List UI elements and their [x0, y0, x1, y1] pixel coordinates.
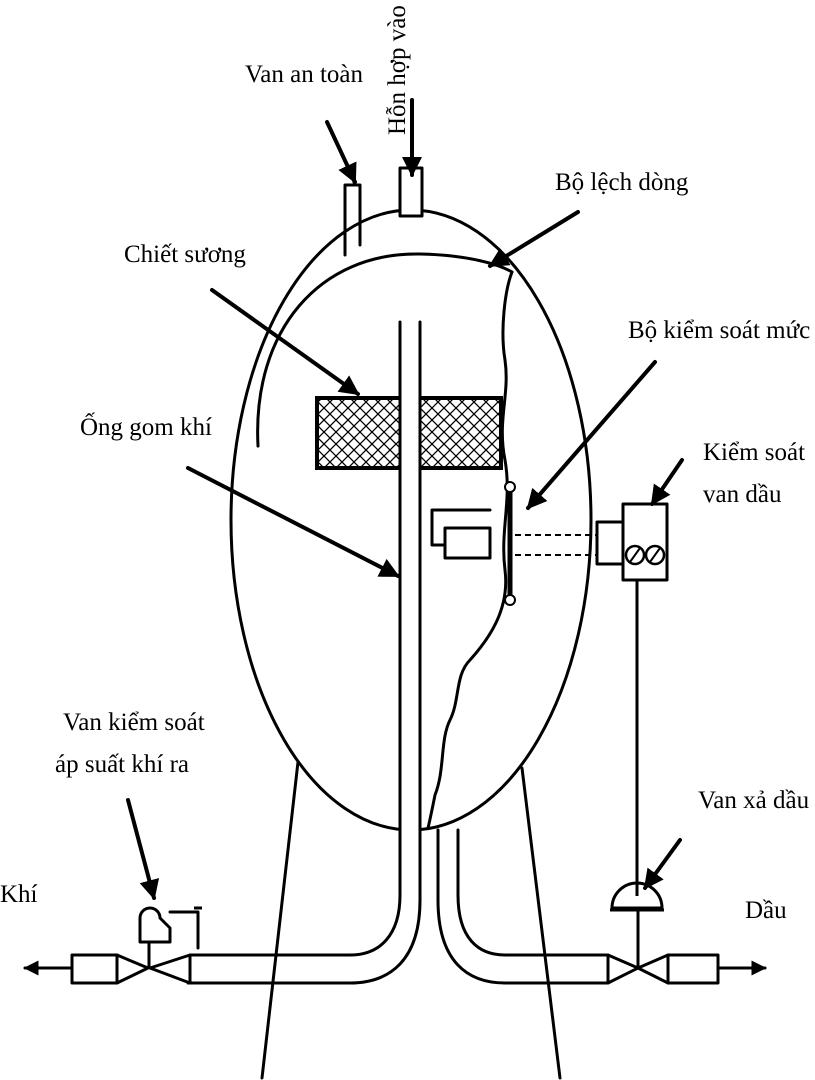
- label-oil-valve-control-2: van dầu: [703, 481, 782, 508]
- label-oil-out: Dầu: [745, 897, 787, 924]
- flow-diverter-arc: [256, 252, 514, 448]
- level-controller: [430, 481, 669, 896]
- oil-drain-valve: [606, 881, 720, 985]
- label-level-controller: Bộ kiểm soát mức: [628, 317, 810, 344]
- label-safety-valve: Van an toàn: [245, 61, 364, 88]
- pointer-level-controller: [526, 360, 657, 510]
- pointer-gas-collector: [186, 466, 400, 578]
- pointer-gas-pressure-valve: [126, 798, 160, 900]
- label-oil-drain-valve: Van xả dầu: [698, 787, 810, 814]
- label-gas-pressure-valve-2: áp suất khí ra: [55, 751, 189, 778]
- label-gas-collector-pipe: Ống gom khí: [80, 412, 212, 441]
- label-oil-valve-control-1: Kiểm soát: [703, 439, 805, 466]
- pointer-oil-valve-control: [650, 458, 684, 506]
- label-mist-extractor: Chiết sương: [124, 241, 246, 268]
- pointer-safety-valve: [325, 120, 357, 184]
- label-gas-pressure-valve-1: Van kiểm soát: [63, 709, 205, 736]
- vessel-skirt: [260, 760, 562, 1080]
- label-mixture-in: Hỗn hợp vào: [384, 5, 411, 135]
- gas-pressure-control-valve: [70, 906, 202, 985]
- pointer-flow-diverter: [488, 210, 580, 268]
- gas-collector-pipe: [186, 320, 422, 985]
- liquid-boundary: [426, 270, 514, 830]
- pointer-mist-extractor: [210, 288, 360, 396]
- label-gas-out: Khí: [0, 881, 38, 908]
- pointer-oil-drain: [643, 838, 682, 890]
- oil-outlet-pipe: [436, 828, 610, 985]
- label-flow-diverter: Bộ lệch dòng: [555, 169, 689, 196]
